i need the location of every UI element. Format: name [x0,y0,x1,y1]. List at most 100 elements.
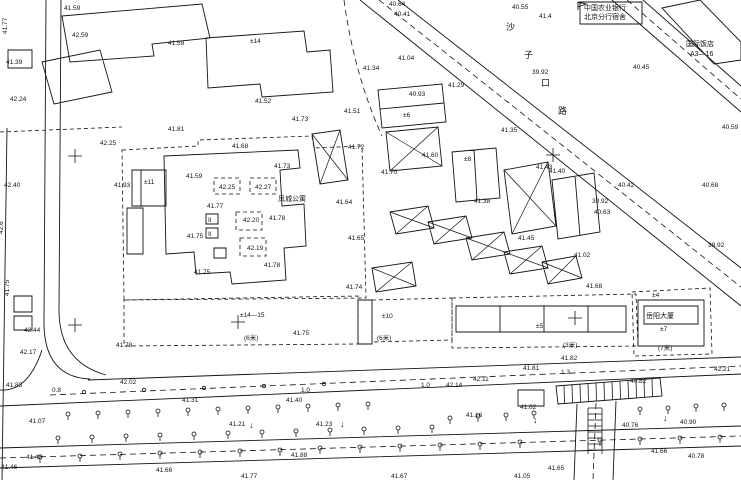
tree-symbol [191,431,197,440]
tree-symbol [225,430,231,439]
vertical-elevation-label: 42.6 [0,221,5,234]
spot-elevation-label: 0.8 [52,387,61,394]
tree-crown [395,425,401,431]
spot-elevation-label: 41.73 [274,163,291,170]
road-name-char: 口 [541,78,550,88]
tree-crown [89,434,95,440]
spot-elevation-label: 41.59 [64,5,81,12]
spot-elevation-label: 42.14 [446,382,463,389]
tree-symbol [717,434,723,443]
spot-elevation-label: ±14 [250,38,261,45]
tree-symbol [197,449,203,458]
spot-elevation-label: 41.64 [336,199,353,206]
spot-elevation-label: 42.19 [247,245,264,252]
tree-symbol [361,426,367,435]
flow-arrow: ↓ [533,415,538,425]
spot-elevation-label: 41.45 [518,235,535,242]
spot-elevation-label: 40.64 [389,1,406,8]
tree-crown [125,409,131,415]
tree-crown [245,405,251,411]
vertical-elevation-label: 41.75 [4,279,11,296]
spot-elevation-label: 41.67 [391,473,408,480]
tree-symbol [277,447,283,456]
spot-elevation-label: 41.52 [255,98,272,105]
zebra-hatch-line [563,385,565,404]
tree-crown [361,426,367,432]
spot-elevation-label: 1.0 [421,382,430,389]
spot-elevation-label: ±5 [536,323,544,330]
tree-crown [215,406,221,412]
tree-crown [317,445,323,451]
spot-elevation-label: 40.68 [702,182,719,189]
spot-elevation-label: 1.0 [301,387,310,394]
tree-symbol [637,436,643,445]
tree-crown [365,401,371,407]
spot-elevation-label: 41.60 [422,152,439,159]
tree-symbol [293,428,299,437]
spot-elevation-label: ±14—15 [240,312,265,319]
crosswalk-and-booth-outline [517,377,663,407]
spot-elevation-label: 41.59 [168,40,185,47]
spot-elevation-label: 41.78 [264,262,281,269]
tree-symbol [215,406,221,415]
spot-elevation-label: 41.31 [182,397,199,404]
spot-elevation-label: 40.41 [394,11,411,18]
spot-elevation-label: ±6 [403,112,411,119]
flow-arrow: ↓ [249,420,254,430]
tree-symbol [397,443,403,452]
tree-symbol [237,448,243,457]
tree-crown [665,405,671,411]
median-ladder [587,407,603,454]
flow-arrow: ↓ [663,413,668,423]
spot-elevation-label: (6米) [377,333,391,342]
tree-crown [693,403,699,409]
spot-elevation-label: 42.24 [10,96,27,103]
spot-elevation-label: 41.34 [363,65,380,72]
spot-elevation-label: 41.88 [291,452,308,459]
tree-symbol [475,413,481,422]
spot-elevation-label: 41.78 [269,215,286,222]
tree-crown [157,432,163,438]
tree-crown [185,407,191,413]
place-name-label: A3—16 [690,51,713,58]
grid-cross [568,311,582,325]
tree-crown [123,433,129,439]
spot-elevation-label: 41.66 [156,467,173,474]
spot-elevation-label: 41.68 [586,283,603,290]
manhole-symbol [261,383,267,389]
tree-symbol [185,407,191,416]
tree-symbol [517,439,523,448]
place-name-label: 凤城公寓 [278,194,306,203]
tree-crown [155,408,161,414]
spot-elevation-label: 42.20 [243,217,260,224]
manhole-symbol [141,387,147,393]
road-name-char: 沙 [506,22,515,32]
tree-symbol [357,444,363,453]
spot-elevation-label: 41.40 [549,168,566,175]
spot-elevation-label: 41.51 [344,108,361,115]
zebra-hatch-line [643,379,645,398]
road-name-char: 路 [558,105,567,116]
spot-elevation-label: 41.46 [1,464,18,471]
spot-elevation-label: 41.75 [187,233,204,240]
spot-elevation-label: 42.27 [255,184,272,191]
spot-elevation-label: 1.3 [561,369,570,376]
zebra-hatch-line [579,384,581,403]
spot-elevation-label: 39.92 [708,242,725,249]
manhole-symbol [201,385,207,391]
zebra-hatch-line [595,382,597,401]
tree-symbol [55,435,61,444]
tree-symbol [437,442,443,451]
spot-elevation-label: 40.93 [409,91,426,98]
flow-arrow: ↓ [340,419,345,429]
spot-elevation-label: 41.73 [292,116,309,123]
manhole-symbol [321,381,327,387]
spot-elevation-label: ±4 [652,292,660,299]
spot-elevation-label: 42.17 [20,349,37,356]
spot-elevation-label: 41.75 [194,269,211,276]
tree-symbol [677,435,683,444]
place-name-label: 中国农业银行 [584,3,626,12]
spot-elevation-label: 41.65 [348,235,365,242]
